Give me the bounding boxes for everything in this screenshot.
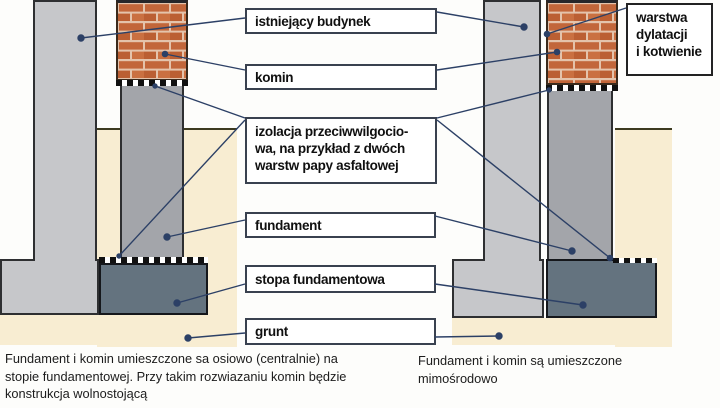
left-existing-wall bbox=[33, 0, 97, 261]
caption-left-line1: Fundament i komin umieszczone sa osiowo … bbox=[5, 351, 338, 366]
caption-right-line2: mimośrodowo bbox=[418, 370, 498, 386]
caption-left-line3: konstrukcja wolnostojącą bbox=[5, 386, 148, 401]
label-dilatation-line1: warstwa bbox=[636, 10, 688, 25]
right-foundation-footing bbox=[546, 259, 657, 318]
label-dilatation: warstwa dylatacji i kotwienie bbox=[626, 3, 713, 76]
label-footing: stopa fundamentowa bbox=[245, 265, 436, 293]
right-chimney-brick bbox=[546, 0, 618, 85]
label-ground-text: grunt bbox=[255, 324, 288, 339]
ground-left-bottom bbox=[0, 315, 97, 345]
label-dilatation-line3: i kotwienie bbox=[636, 44, 702, 59]
right-existing-wall bbox=[483, 0, 541, 261]
caption-right: Fundament i komin są umieszczone mimośro… bbox=[418, 352, 708, 387]
label-existing-building-text: istniejący budynek bbox=[255, 13, 371, 29]
right-insulation-layer bbox=[546, 85, 618, 91]
left-foundation-footing bbox=[99, 263, 208, 315]
left-insulation-layer bbox=[116, 80, 188, 86]
label-ground: grunt bbox=[245, 318, 436, 345]
brick-pattern-right bbox=[548, 3, 616, 83]
label-insulation-line3: warstw papy asfaltowej bbox=[255, 158, 399, 173]
label-footing-text: stopa fundamentowa bbox=[255, 271, 385, 287]
right-chimney-foundation bbox=[547, 85, 613, 261]
label-insulation: izolacja przeciwwilgocio- wa, na przykła… bbox=[245, 117, 437, 184]
ground-right-bottom bbox=[452, 318, 672, 345]
label-insulation-line1: izolacja przeciwwilgocio- bbox=[255, 124, 409, 139]
left-footing-insulation bbox=[99, 257, 208, 263]
label-dilatation-line2: dylatacji bbox=[636, 27, 688, 42]
caption-right-line1: Fundament i komin są umieszczone bbox=[418, 353, 623, 368]
label-existing-building: istniejący budynek bbox=[245, 8, 437, 34]
left-chimney-brick bbox=[116, 0, 188, 81]
label-insulation-line2: wa, na przykład z dwóch bbox=[255, 141, 405, 156]
caption-left: Fundament i komin umieszczone sa osiowo … bbox=[5, 350, 405, 403]
label-foundation: fundament bbox=[245, 212, 436, 238]
caption-left-line2: stopie fundamentowej. Przy takim rozwiaz… bbox=[5, 368, 347, 384]
label-foundation-text: fundament bbox=[255, 217, 322, 233]
brick-pattern-left bbox=[118, 3, 186, 79]
left-wall-footing bbox=[0, 259, 99, 315]
left-chimney-foundation bbox=[120, 84, 184, 259]
right-footing-insulation bbox=[613, 258, 657, 263]
right-wall-footing bbox=[452, 259, 544, 318]
label-chimney-text: komin bbox=[255, 69, 294, 85]
label-chimney: komin bbox=[245, 64, 437, 90]
